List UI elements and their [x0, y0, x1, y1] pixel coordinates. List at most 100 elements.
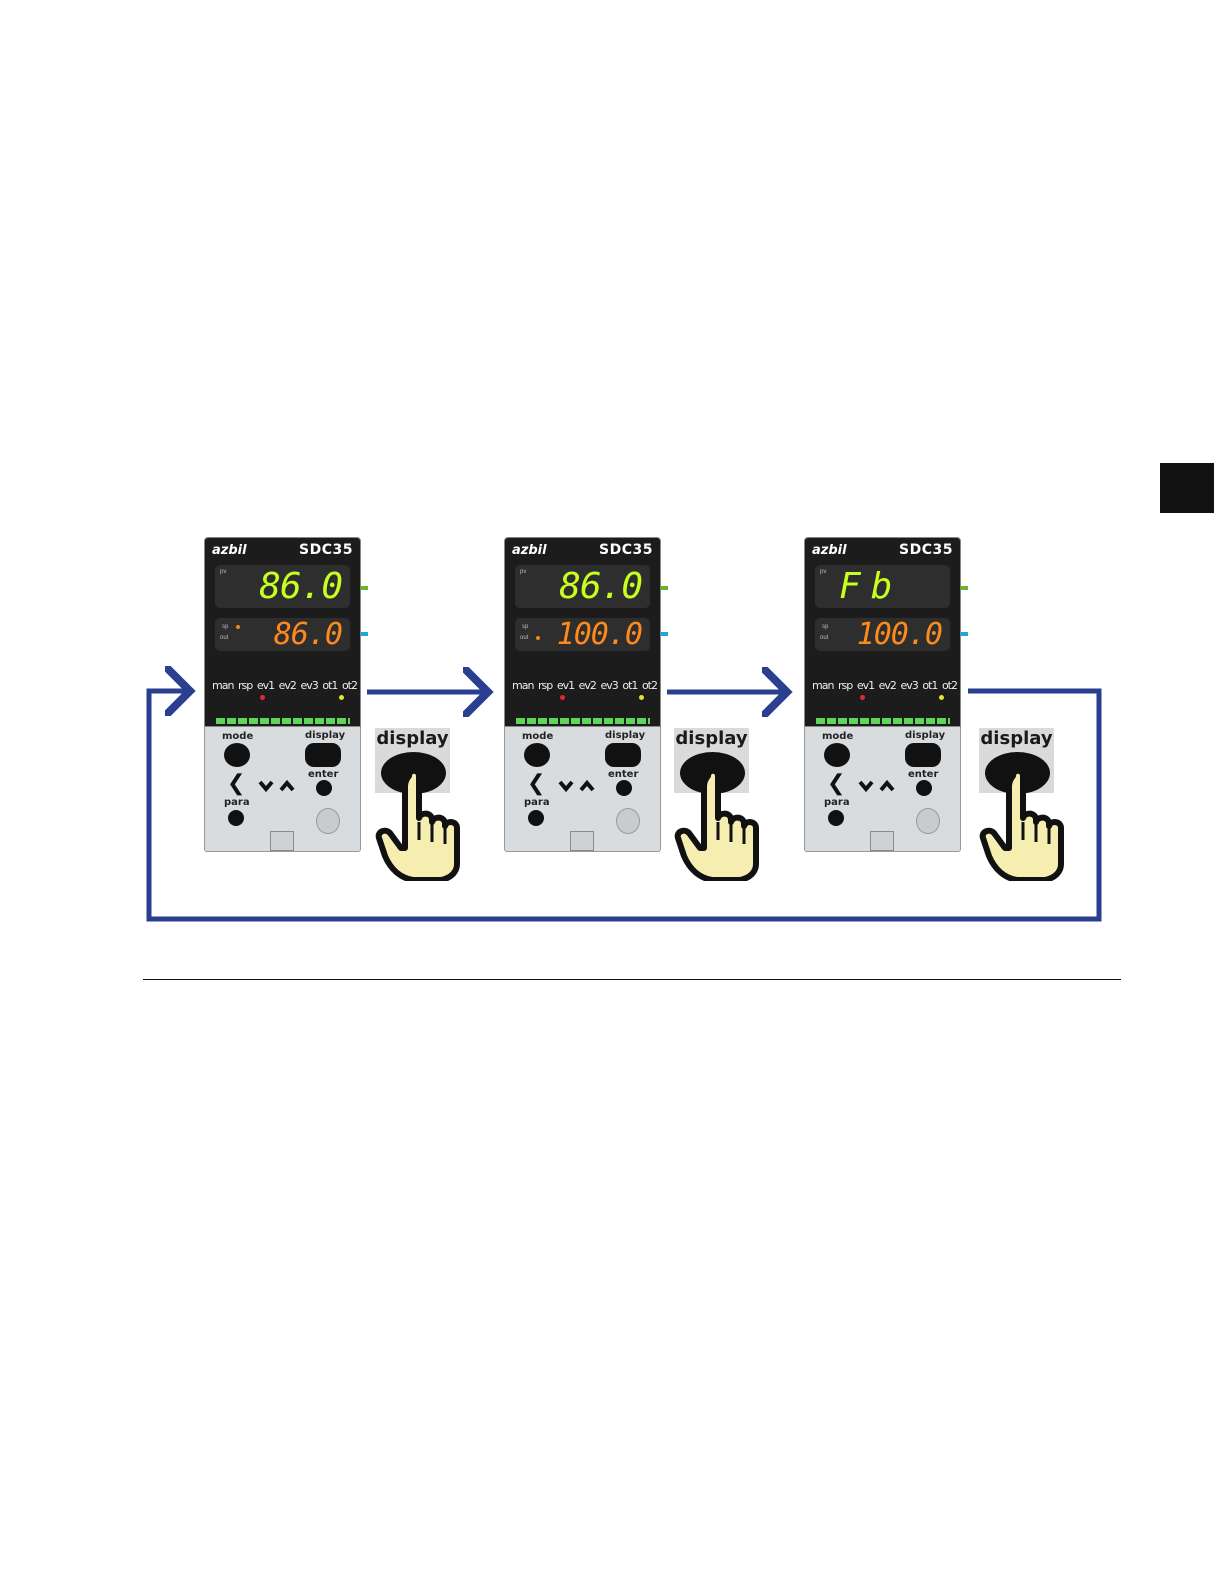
pv-label: pv: [820, 569, 826, 575]
display-button[interactable]: [605, 743, 641, 767]
down-up-keys: [257, 779, 297, 793]
indicator-ot1: ot1: [622, 679, 637, 692]
model-label: SDC35: [899, 542, 953, 558]
sp-value: 86.0: [274, 619, 342, 651]
indicator-ev1: ev1: [257, 679, 274, 692]
sp-label: sp: [822, 624, 828, 630]
mode-key-label: mode: [222, 731, 253, 742]
out-label: out: [820, 635, 828, 641]
enter-button[interactable]: [916, 780, 932, 796]
device-keypad: mode display enter ❮ para: [204, 727, 361, 852]
loader-connector: [570, 831, 594, 851]
device-front-panel: azbil SDC35 pv Fb sp out 100.0 man rsp e…: [804, 537, 961, 727]
loader-port-cover: [616, 808, 640, 834]
device-keypad: mode display enter ❮ para: [804, 727, 961, 852]
up-chevron-icon[interactable]: [281, 783, 293, 790]
pv-display: pv Fb: [815, 565, 950, 608]
enter-button[interactable]: [616, 780, 632, 796]
brand-logo: azbil: [512, 543, 547, 558]
controller-device-3: azbil SDC35 pv Fb sp out 100.0 man rsp e…: [804, 537, 961, 852]
left-chevron-icon[interactable]: ❮: [827, 773, 845, 795]
sp-label: sp: [522, 624, 528, 630]
brand-logo: azbil: [212, 543, 247, 558]
ev1-led: [560, 695, 565, 700]
horizontal-rule: [143, 979, 1121, 980]
ev1-led: [260, 695, 265, 700]
sp-display: sp out 100.0: [815, 618, 950, 651]
indicator-ot2: ot2: [342, 679, 357, 692]
press-display-action-3: display: [979, 728, 1089, 883]
indicator-ev3: ev3: [901, 679, 918, 692]
ot2-led: [939, 695, 944, 700]
left-chevron-icon[interactable]: ❮: [527, 773, 545, 795]
para-button[interactable]: [228, 810, 244, 826]
display-button[interactable]: [305, 743, 341, 767]
sp-indicator-dot: [236, 625, 240, 629]
down-chevron-icon[interactable]: [260, 782, 272, 789]
sp-label: sp: [222, 624, 228, 630]
pv-display: pv 86.0: [215, 565, 350, 608]
hand-pointer-icon: [674, 756, 784, 881]
display-key-label: display: [905, 730, 945, 741]
indicator-ev2: ev2: [579, 679, 596, 692]
out-label: out: [220, 635, 228, 641]
para-button[interactable]: [828, 810, 844, 826]
out-label: out: [520, 635, 528, 641]
loader-connector: [270, 831, 294, 851]
hand-pointer-icon: [979, 756, 1089, 881]
ev1-led: [860, 695, 865, 700]
pv-value: 86.0: [259, 568, 342, 606]
down-up-keys: [557, 779, 597, 793]
pv-label: pv: [520, 569, 526, 575]
indicator-row: man rsp ev1 ev2 ev3 ot1 ot2: [512, 679, 657, 692]
para-key-label: para: [524, 797, 550, 808]
pv-display: pv 86.0: [515, 565, 650, 608]
down-chevron-icon[interactable]: [560, 782, 572, 789]
indicator-rsp: rsp: [538, 679, 552, 692]
enter-button[interactable]: [316, 780, 332, 796]
indicator-man: man: [212, 679, 233, 692]
up-chevron-icon[interactable]: [881, 783, 893, 790]
enter-key-label: enter: [608, 769, 638, 780]
display-key-label: display: [305, 730, 345, 741]
enter-key-label: enter: [308, 769, 338, 780]
indicator-ev1: ev1: [557, 679, 574, 692]
up-chevron-icon[interactable]: [581, 783, 593, 790]
controller-device-2: azbil SDC35 pv 86.0 sp out 100.0 man rsp…: [504, 537, 661, 852]
loader-connector: [870, 831, 894, 851]
ot2-led: [339, 695, 344, 700]
indicator-ev3: ev3: [301, 679, 318, 692]
sp-value: 100.0: [557, 619, 642, 651]
device-keypad: mode display enter ❮ para: [504, 727, 661, 852]
display-button[interactable]: [905, 743, 941, 767]
model-label: SDC35: [599, 542, 653, 558]
mode-button[interactable]: [224, 743, 250, 767]
pv-label: pv: [220, 569, 226, 575]
indicator-ot1: ot1: [322, 679, 337, 692]
sp-display: sp out 100.0: [515, 618, 650, 651]
left-chevron-icon[interactable]: ❮: [227, 773, 245, 795]
indicator-ev1: ev1: [857, 679, 874, 692]
para-button[interactable]: [528, 810, 544, 826]
press-display-action-1: display: [375, 728, 485, 883]
down-up-keys: [857, 779, 897, 793]
controller-device-1: azbil SDC35 pv 86.0 sp out 86.0 man rsp …: [204, 537, 361, 852]
para-key-label: para: [824, 797, 850, 808]
indicator-ot2: ot2: [942, 679, 957, 692]
indicator-rsp: rsp: [238, 679, 252, 692]
indicator-ot1: ot1: [922, 679, 937, 692]
sp-value: 100.0: [857, 619, 942, 651]
status-bar: [816, 718, 950, 724]
down-chevron-icon[interactable]: [860, 782, 872, 789]
model-label: SDC35: [299, 542, 353, 558]
indicator-ev2: ev2: [279, 679, 296, 692]
ot2-led: [639, 695, 644, 700]
press-display-label: display: [979, 728, 1054, 750]
mode-button[interactable]: [524, 743, 550, 767]
indicator-man: man: [812, 679, 833, 692]
pv-value: 86.0: [559, 568, 642, 606]
status-bar: [216, 718, 350, 724]
mode-button[interactable]: [824, 743, 850, 767]
press-display-action-2: display: [674, 728, 784, 883]
device-front-panel: azbil SDC35 pv 86.0 sp out 100.0 man rsp…: [504, 537, 661, 727]
